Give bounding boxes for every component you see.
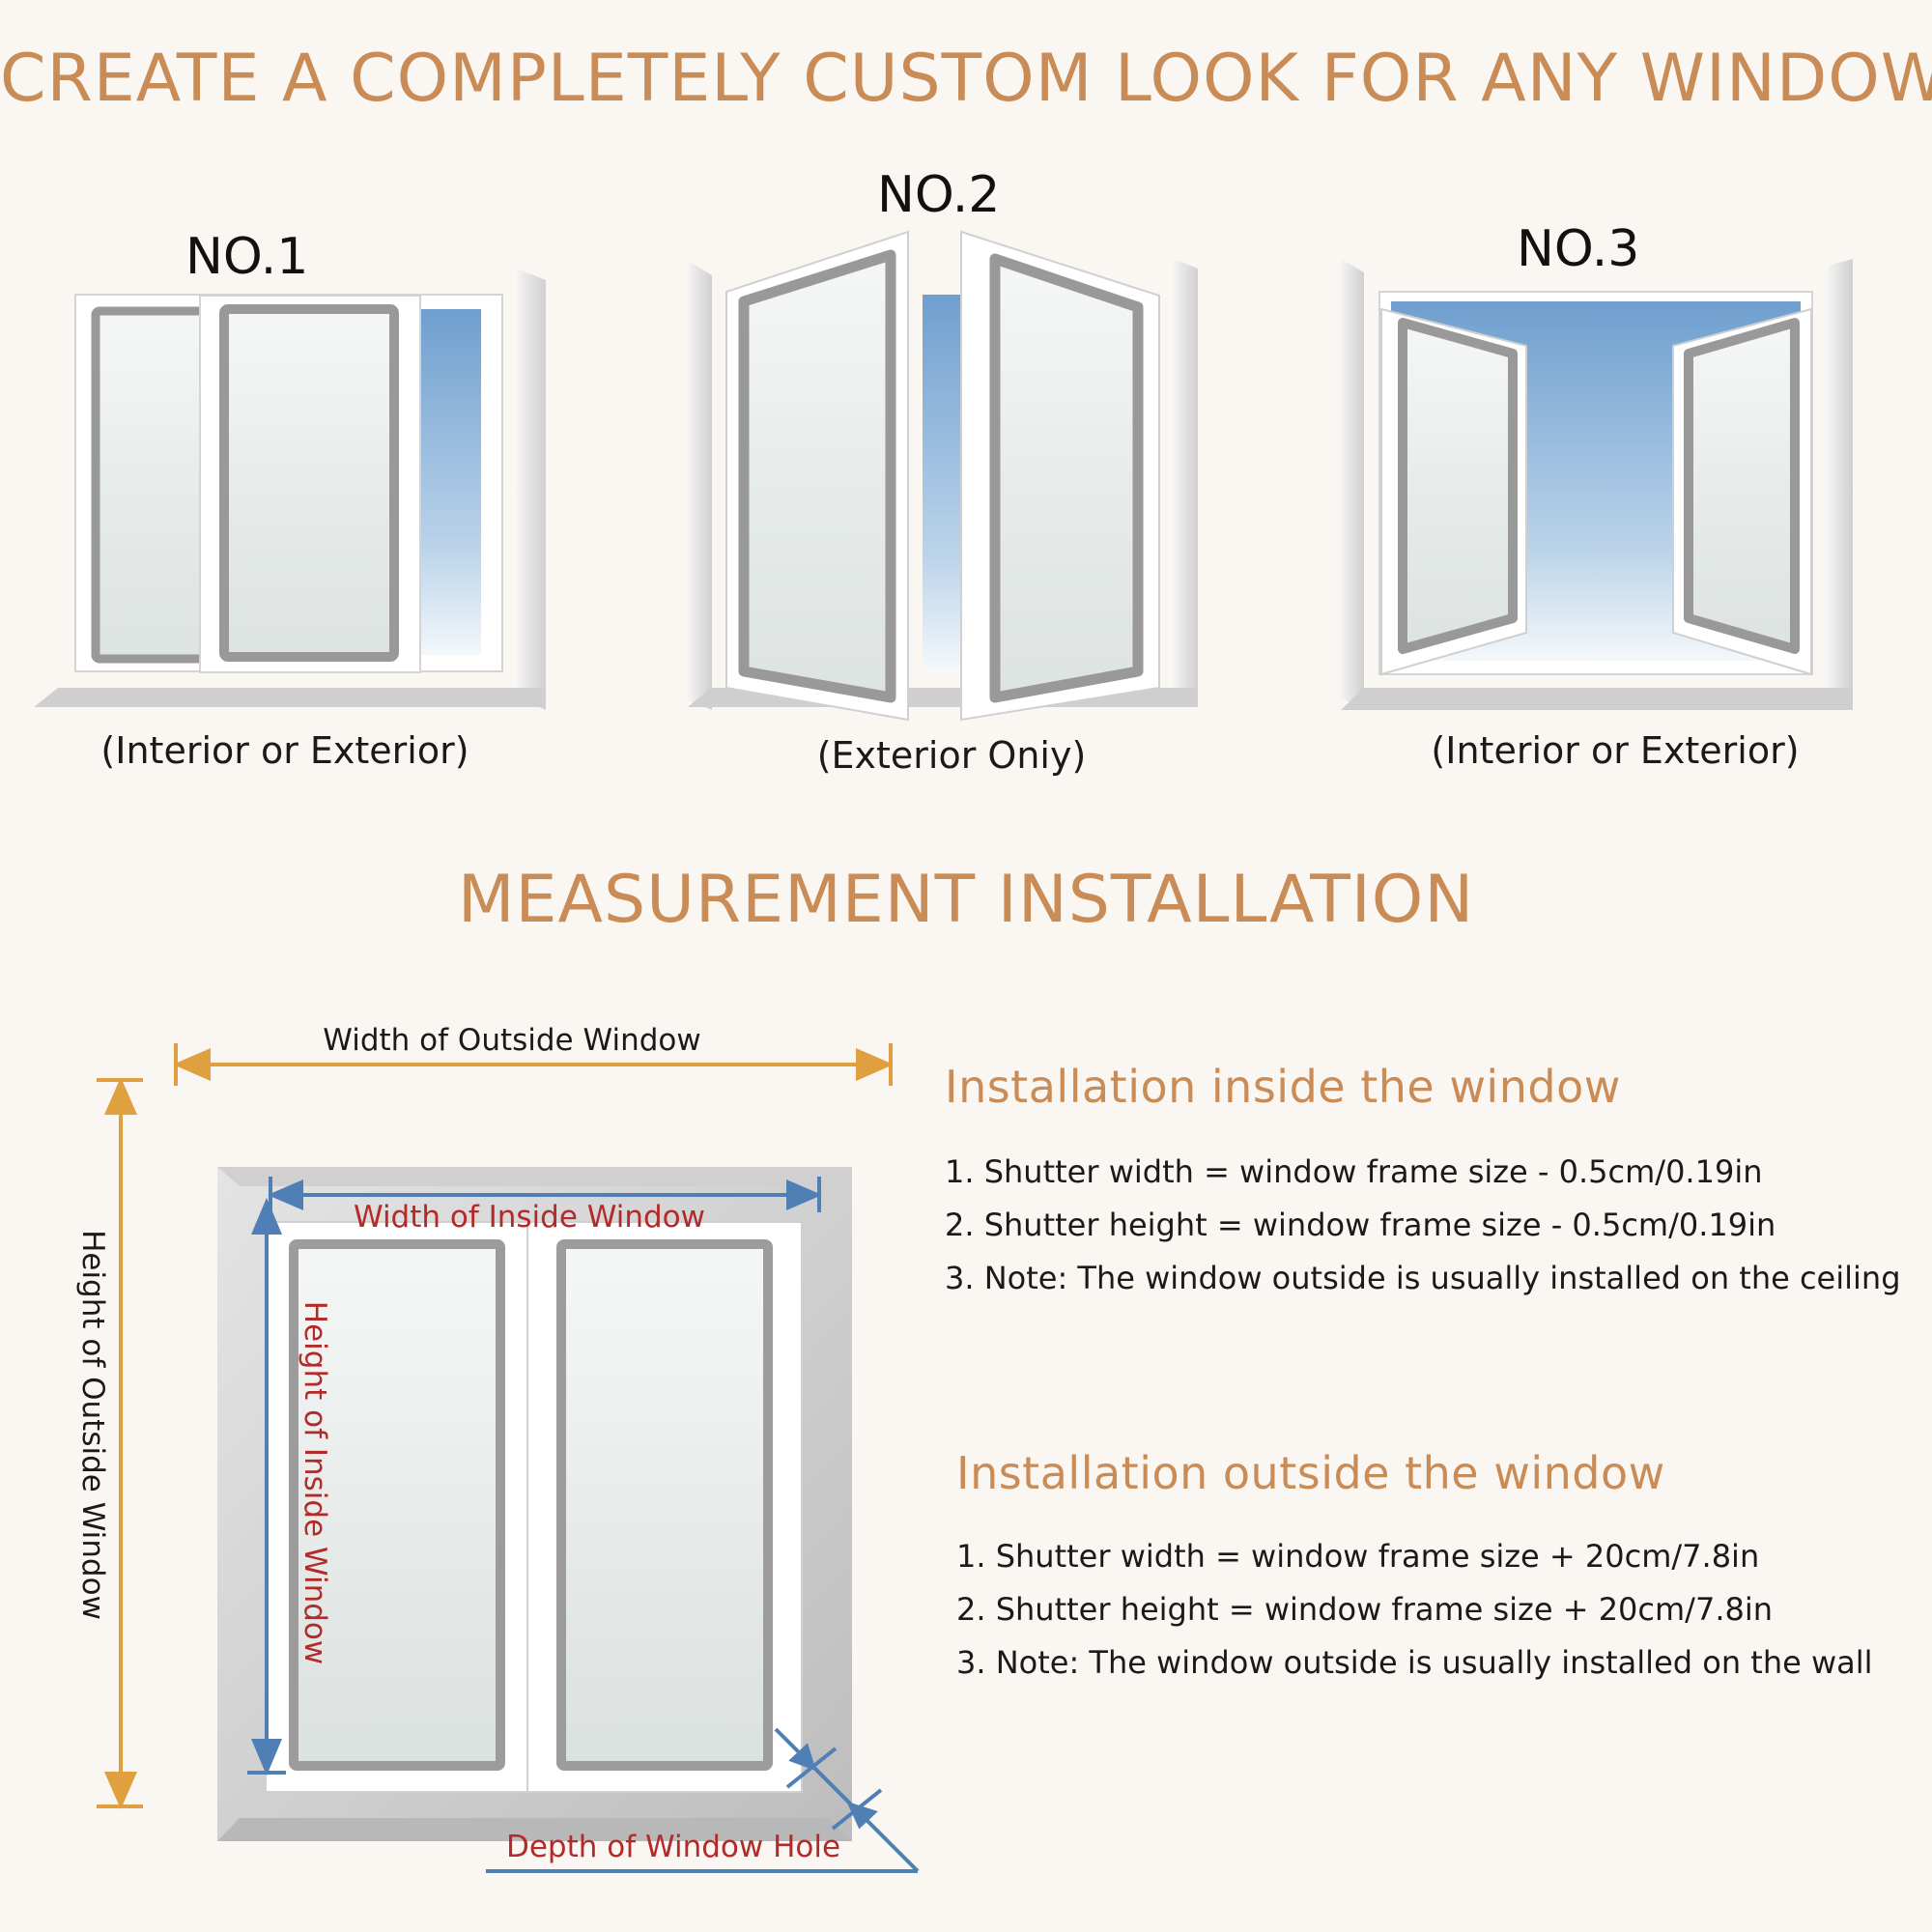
list-item: 3. Note: The window outside is usually i… [945, 1260, 1901, 1296]
window-3-caption: (Interior or Exterior) [1431, 729, 1800, 772]
install-outside-heading: Installation outside the window [956, 1447, 1665, 1499]
list-item: 2. Shutter height = window frame size - … [945, 1207, 1776, 1243]
width-outside-label: Width of Outside Window [323, 1023, 700, 1058]
install-inside-heading: Installation inside the window [945, 1061, 1621, 1113]
section-title: MEASUREMENT INSTALLATION [457, 862, 1475, 938]
width-inside-label: Width of Inside Window [354, 1200, 705, 1235]
window-illustrations [34, 230, 1853, 722]
height-outside-label: Height of Outside Window [75, 1230, 110, 1620]
window-2-caption: (Exterior Oniy) [816, 734, 1087, 777]
list-item: 2. Shutter height = window frame size + … [956, 1591, 1774, 1628]
depth-arrow [486, 1727, 920, 1873]
window-2-illustration [688, 230, 1198, 722]
page-title: CREATE A COMPLETELY CUSTOM LOOK FOR ANY … [0, 41, 1932, 117]
window-1-illustration [34, 269, 546, 710]
list-item: 3. Note: The window outside is usually i… [956, 1644, 1873, 1681]
list-item: 1. Shutter width = window frame size + 2… [956, 1538, 1760, 1575]
window-2-label: NO.2 [877, 166, 1001, 224]
height-outside-arrow [97, 1077, 143, 1809]
width-inside-arrow [267, 1177, 823, 1212]
height-inside-label: Height of Inside Window [298, 1301, 332, 1664]
window-1-label: NO.1 [185, 228, 309, 286]
window-1-caption: (Interior or Exterior) [100, 729, 469, 772]
install-outside-list: 1. Shutter width = window frame size + 2… [956, 1530, 1873, 1690]
width-outside-arrow [173, 1043, 894, 1086]
list-item: 1. Shutter width = window frame size - 0… [945, 1153, 1763, 1190]
height-inside-arrow [247, 1197, 286, 1776]
window-3-label: NO.3 [1517, 220, 1640, 278]
measurement-diagram: Width of Outside Window Height of Outsid… [75, 1023, 920, 1873]
diagram-window [217, 1167, 852, 1841]
depth-label: Depth of Window Hole [506, 1830, 840, 1864]
window-3-illustration [1341, 259, 1853, 710]
install-inside-list: 1. Shutter width = window frame size - 0… [945, 1146, 1901, 1305]
